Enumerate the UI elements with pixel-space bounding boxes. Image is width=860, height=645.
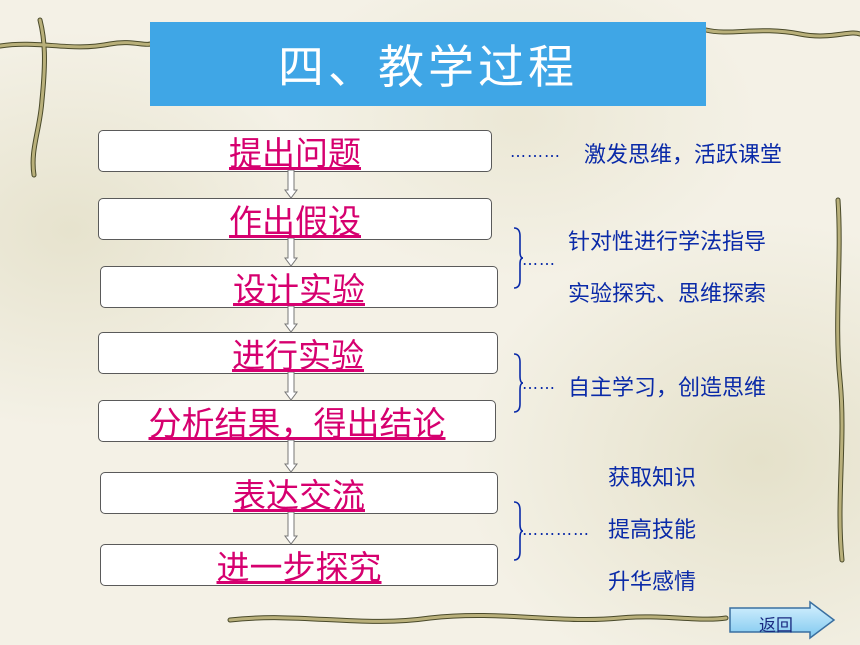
note-improve-skills: 提高技能: [608, 518, 697, 543]
dotted-leader: ………: [510, 142, 561, 161]
down-arrow-icon: [284, 306, 298, 333]
return-button[interactable]: [726, 600, 838, 640]
down-arrow-icon: [284, 238, 298, 267]
page-title: 四、教学过程: [278, 40, 578, 94]
step-link-conduct-experiment[interactable]: 进行实验: [232, 336, 364, 375]
step-box-4[interactable]: 进行实验: [98, 332, 498, 375]
dotted-leader: …………: [522, 520, 590, 539]
note-method-guidance: 针对性进行学法指导: [568, 230, 767, 255]
step-box-6[interactable]: 表达交流: [100, 472, 498, 515]
down-arrow-icon: [284, 170, 298, 199]
dotted-leader: ……: [522, 250, 556, 269]
dotted-leader: ……: [522, 374, 556, 393]
step-link-make-hypothesis[interactable]: 作出假设: [229, 202, 361, 241]
down-arrow-icon: [284, 440, 298, 473]
bracket-icon: [513, 227, 524, 289]
step-box-5[interactable]: 分析结果，得出结论: [98, 400, 496, 443]
step-box-1[interactable]: 提出问题: [98, 130, 492, 173]
step-box-7[interactable]: 进一步探究: [100, 544, 498, 587]
step-link-express-exchange[interactable]: 表达交流: [233, 476, 365, 515]
bracket-icon: [513, 501, 524, 561]
note-elevate-emotion: 升华感情: [608, 570, 697, 595]
down-arrow-icon: [284, 512, 298, 545]
step-box-2[interactable]: 作出假设: [98, 198, 492, 241]
return-button-label[interactable]: 返回: [759, 616, 793, 636]
bracket-icon: [513, 353, 524, 413]
note-stimulate-thinking: 激发思维，活跃课堂: [584, 143, 783, 168]
step-link-design-experiment[interactable]: 设计实验: [233, 270, 365, 309]
step-link-further-inquiry[interactable]: 进一步探究: [216, 548, 382, 587]
note-acquire-knowledge: 获取知识: [608, 466, 697, 491]
step-box-3[interactable]: 设计实验: [100, 266, 498, 309]
title-banner: 四、教学过程: [150, 22, 706, 106]
note-autonomous-learning: 自主学习，创造思维: [568, 376, 767, 401]
down-arrow-icon: [284, 372, 298, 401]
step-link-analyze-results[interactable]: 分析结果，得出结论: [148, 404, 446, 443]
step-link-pose-question[interactable]: 提出问题: [229, 134, 361, 173]
note-experimental-inquiry: 实验探究、思维探索: [568, 282, 767, 307]
